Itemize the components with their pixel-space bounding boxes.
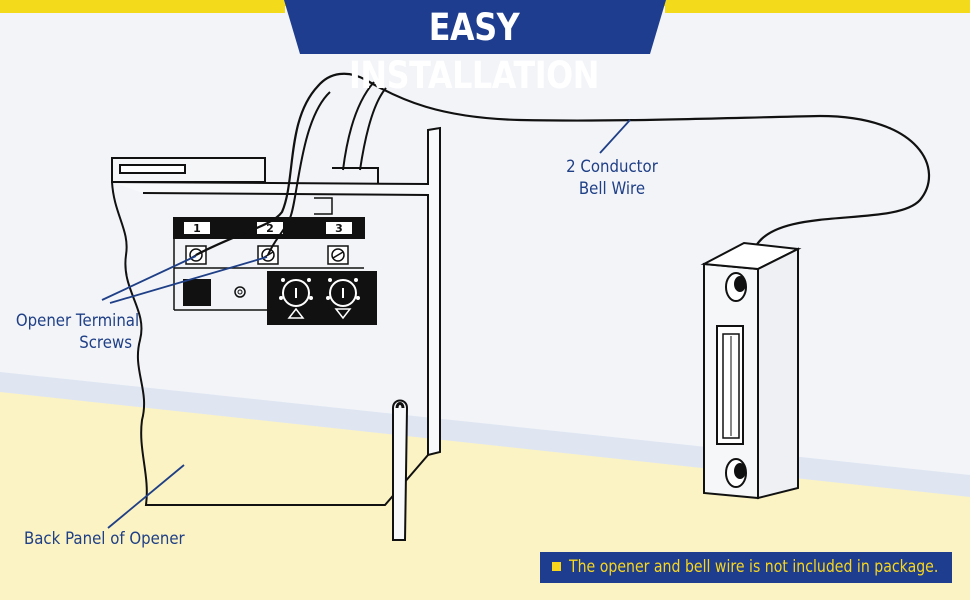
title-banner-shape: [0, 0, 970, 54]
bell-wire-label-line-2: Bell Wire: [578, 179, 646, 199]
terminal-screws-label: Opener Terminal Screws: [15, 310, 140, 354]
note-text: The opener and bell wire is not included…: [569, 557, 939, 577]
terminal-screws-label-line-2: Screws: [79, 333, 132, 353]
contact-switch: [700, 241, 802, 500]
opener-back-panel: [111, 126, 441, 541]
terminal-number-1: 1: [193, 222, 201, 235]
indicator-led: [234, 286, 246, 298]
leader-lines: [101, 119, 631, 529]
page-title: EASY INSTALLATION: [348, 6, 600, 97]
terminal-screws-label-line-1: Opener Terminal: [15, 311, 140, 331]
power-cable: [342, 81, 387, 171]
terminal-number-2: 2: [266, 222, 274, 235]
terminal-number-3: 3: [335, 222, 343, 235]
terminal-screw-3: [327, 245, 349, 265]
floor: [0, 392, 970, 600]
note-bullet-icon: [552, 562, 561, 571]
back-panel-label: Back Panel of Opener: [24, 529, 185, 549]
not-included-note: The opener and bell wire is not included…: [540, 552, 952, 583]
bell-wire-label: 2 Conductor Bell Wire: [531, 156, 693, 200]
bell-wire: [195, 72, 930, 256]
bell-wire-label-line-1: 2 Conductor: [566, 157, 658, 177]
push-button-square: [183, 279, 211, 306]
